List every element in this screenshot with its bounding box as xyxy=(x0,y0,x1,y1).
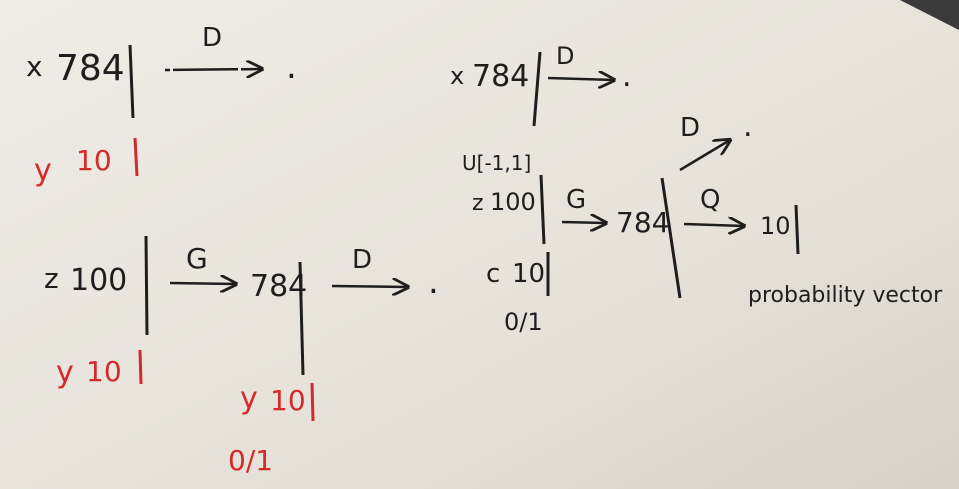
d-arrow-label: D xyxy=(352,245,372,275)
g-arrow xyxy=(561,222,606,223)
x-input-bar xyxy=(128,44,135,119)
y2-binary-note: 0/1 xyxy=(228,444,273,477)
y-input-label: y xyxy=(56,355,74,390)
d-branch-label: D xyxy=(680,113,700,143)
d-branch-output-dot: . xyxy=(743,109,753,144)
q-caption: probability vector xyxy=(748,283,943,308)
diagram-generator-conditional: z 100 y 10 G 784 y 10 0/1 D . xyxy=(44,235,439,477)
x-dimension: 784 xyxy=(56,48,125,89)
y-input-label: y xyxy=(34,153,52,188)
diagram-infogan-style: x 784 D . U[-1,1] z 100 c 10 0/1 G 784 D… xyxy=(450,42,943,336)
d-branch-arrow xyxy=(679,140,730,172)
g-output-bar xyxy=(298,261,305,376)
x-input-bar xyxy=(532,51,542,127)
y-input-bar xyxy=(138,349,143,385)
y-dimension: 10 xyxy=(76,144,112,177)
z-dimension: 100 xyxy=(70,263,127,298)
g-output-dimension: 784 xyxy=(250,269,307,304)
y2-dimension: 10 xyxy=(270,384,306,417)
q-output-dimension: 10 xyxy=(760,212,791,240)
g-arrow-label: G xyxy=(566,185,586,215)
x-input-label: x xyxy=(26,50,43,83)
d-output-dot: . xyxy=(428,262,439,302)
d-arrow xyxy=(164,69,262,70)
q-output-bar xyxy=(794,204,800,255)
g-arrow-label: G xyxy=(186,242,208,275)
x-dimension: 784 xyxy=(472,59,529,94)
y-dimension: 10 xyxy=(86,355,122,388)
d-arrow xyxy=(331,286,408,287)
z-input-label: z xyxy=(472,191,484,216)
z-dimension: 100 xyxy=(490,188,536,216)
uniform-prior-label: U[-1,1] xyxy=(462,151,531,175)
q-arrow-label: Q xyxy=(700,185,720,215)
c-input-label: c xyxy=(486,259,500,289)
g-output-bar xyxy=(660,177,682,299)
z-input-label: z xyxy=(44,262,59,295)
g-output-dimension: 784 xyxy=(616,206,669,239)
z-input-bar xyxy=(144,235,149,336)
q-arrow xyxy=(683,224,744,226)
x-d-arrow-label: D xyxy=(556,42,574,70)
y2-bar xyxy=(310,382,315,422)
g-arrow xyxy=(169,283,236,284)
d-output-dot: . xyxy=(286,47,297,87)
x-d-output-dot: . xyxy=(622,59,632,94)
diagram-discriminator-basic: x 784 D . y 10 xyxy=(26,23,297,188)
z-input-bar xyxy=(539,174,546,245)
x-d-arrow xyxy=(547,78,614,80)
c-binary-note: 0/1 xyxy=(504,308,543,336)
y2-label: y xyxy=(240,381,258,416)
paper-corner-shadow xyxy=(900,0,959,30)
d-arrow-label: D xyxy=(202,23,222,53)
y-input-bar xyxy=(133,137,139,177)
c-dimension: 10 xyxy=(512,259,545,289)
x-input-label: x xyxy=(450,62,464,90)
